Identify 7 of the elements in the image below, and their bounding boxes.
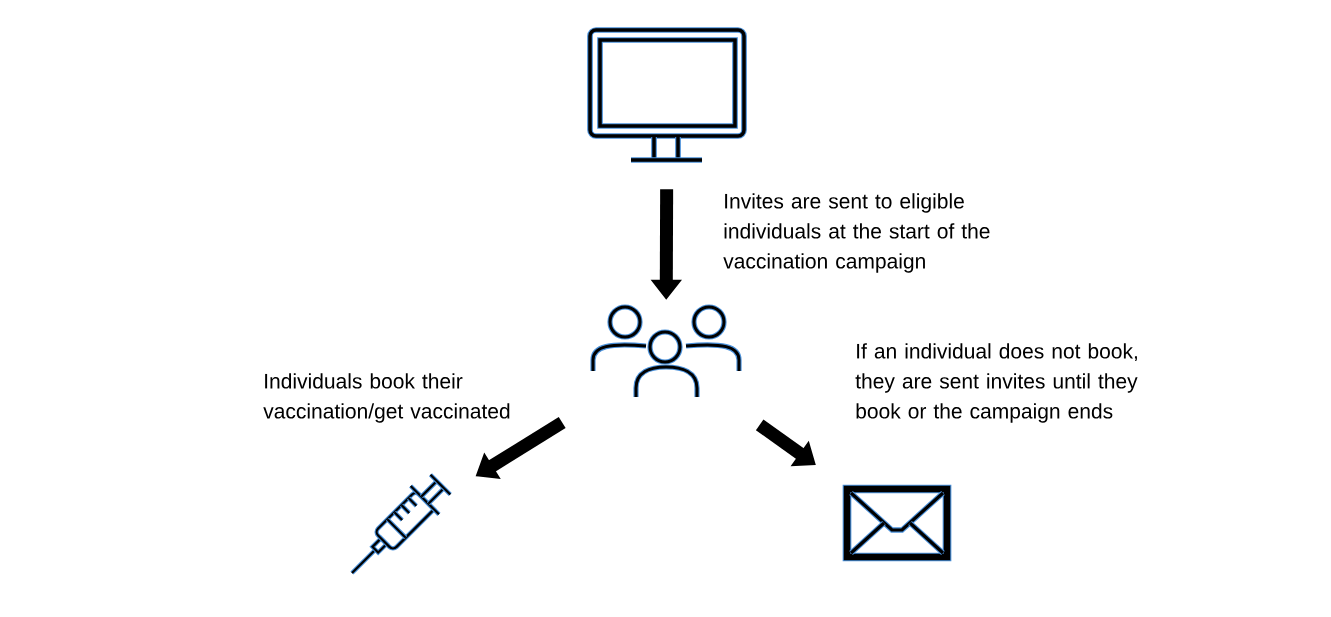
people-drawing xyxy=(590,304,742,397)
edge-label: Individuals book their vaccination/get vaccinated xyxy=(263,373,510,423)
envelope-drawing xyxy=(842,484,952,562)
edge-label: Invites are sent to eligible individuals at the start of the vaccination campaign xyxy=(723,193,990,273)
edge-label: If an individual does not book, they are sent invites until they book or the campaign ends xyxy=(855,343,1138,423)
monitor-drawing xyxy=(587,27,747,163)
syringe-drawing xyxy=(350,473,452,575)
